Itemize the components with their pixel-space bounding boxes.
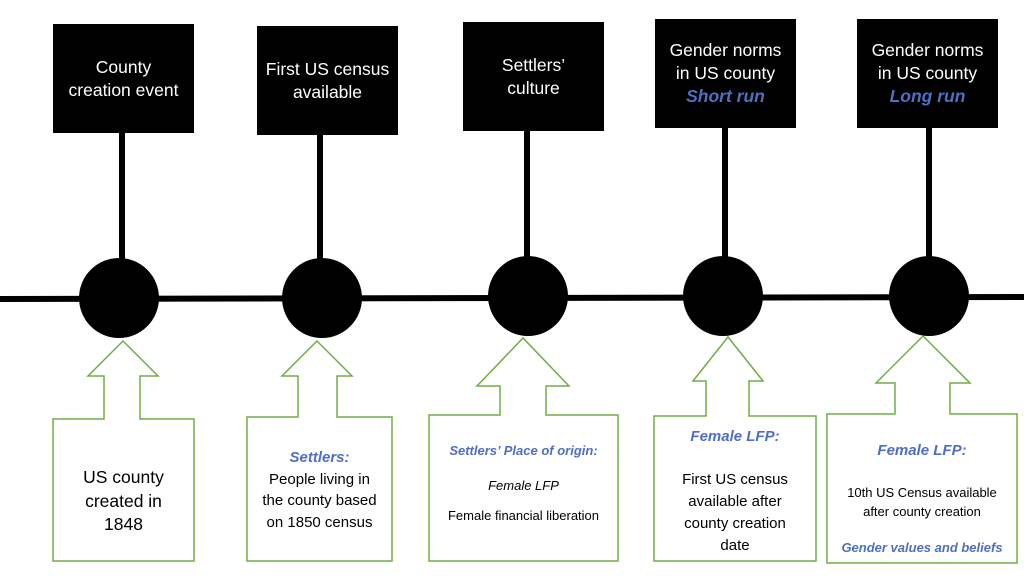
callout-arrow-2 <box>246 339 393 562</box>
callout-heading: Settlers: <box>289 449 350 466</box>
event-node-1 <box>79 258 159 338</box>
callout-arrow-3 <box>428 336 619 562</box>
callout-line: 1848 <box>104 514 143 534</box>
callout-line: after county creation <box>863 504 981 519</box>
event-label-line: available <box>292 81 363 102</box>
event-label-3: Settlers’ culture <box>463 22 604 131</box>
event-label-2: First US census available <box>257 26 398 135</box>
event-label-4: Gender norms in US county Short run <box>655 19 796 128</box>
callout-heading: Female LFP: <box>690 428 780 445</box>
event-label-5: Gender norms in US county Long run <box>857 19 998 128</box>
callout-line: on 1850 census <box>266 513 373 531</box>
callout-text-1: US county created in 1848 <box>53 466 194 537</box>
event-node-2 <box>282 258 362 338</box>
event-node-5 <box>889 256 969 336</box>
callout-line: the county based <box>262 492 377 509</box>
callout-line: First US census <box>682 471 788 488</box>
event-label-line: First US census <box>265 58 390 79</box>
callout-arrow-5 <box>826 334 1018 564</box>
event-label-line: Gender norms <box>871 40 984 60</box>
event-node-3 <box>488 256 568 336</box>
callout-heading: Settlers’ Place of origin: <box>449 443 598 458</box>
callout-line: available after <box>688 493 782 510</box>
event-label-line: culture <box>507 77 560 98</box>
callout-footer: Gender values and beliefs <box>841 540 1003 555</box>
callout-italic-line: Female LFP <box>488 478 559 493</box>
event-node-4 <box>683 256 763 336</box>
callout-text-3: Settlers’ Place of origin: Female LFP Fe… <box>429 443 618 523</box>
event-label-emphasis: Short run <box>686 86 765 106</box>
callout-text-4: Female LFP: First US census available af… <box>654 427 816 557</box>
callout-arrow-1 <box>52 339 195 562</box>
callout-text-5: Female LFP: 10th US Census available aft… <box>827 441 1017 557</box>
callout-text-2: Settlers: People living in the county ba… <box>247 447 392 533</box>
callout-line: created in <box>85 490 162 511</box>
event-label-line: in US county <box>877 63 978 83</box>
event-label-line: in US county <box>675 63 776 83</box>
callout-footer: Female financial liberation <box>447 508 600 523</box>
callout-line: People living in <box>269 470 370 488</box>
event-label-line: Gender norms <box>669 40 782 60</box>
callout-heading: Female LFP: <box>877 442 967 459</box>
event-label-1: County creation event <box>53 24 194 133</box>
event-label-line: Settlers’ <box>501 54 566 75</box>
event-label-emphasis: Long run <box>889 86 966 106</box>
callout-line: US county <box>83 467 164 487</box>
callout-line: 10th US Census available <box>847 485 997 500</box>
callout-line: county creation <box>684 515 786 532</box>
event-label-line: County <box>95 56 152 77</box>
callout-line: date <box>720 537 750 554</box>
callout-arrow-4 <box>653 335 817 562</box>
event-label-line: creation event <box>68 79 179 100</box>
